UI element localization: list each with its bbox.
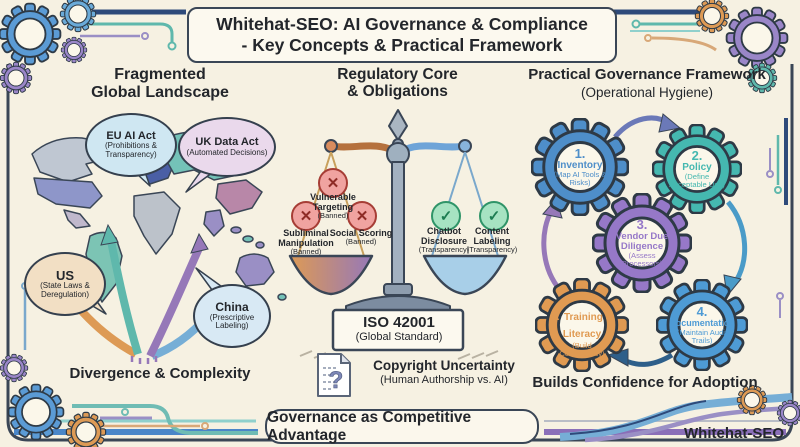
left-heading-line1: Fragmented <box>114 66 206 83</box>
gear-icon <box>776 399 800 427</box>
callout-china: China (Prescriptive Labeling) <box>193 284 271 348</box>
copyright-label: Copyright Uncertainty (Human Authorship … <box>356 358 532 387</box>
copyright-title: Copyright Uncertainty <box>373 358 515 373</box>
banned-item: Vulnerable Targeting (Banned) <box>296 192 370 221</box>
circuit-trace <box>80 9 186 51</box>
left-caption: Divergence & Complexity <box>69 365 251 382</box>
callout-title: US <box>55 267 75 283</box>
gear-icon <box>0 61 33 95</box>
iso-title: ISO 42001 <box>363 314 435 331</box>
iso-standard-label: ISO 42001 (Global Standard) <box>333 314 465 344</box>
copyright-detail: (Human Authorship vs. AI) <box>380 374 508 387</box>
right-heading-line2: (Operational Hygiene) <box>580 84 714 100</box>
title-line-2: - Key Concepts & Practical Framework <box>241 35 563 55</box>
circuit-trace <box>766 118 788 318</box>
allowed-item-tag: (Transparency) <box>466 245 518 255</box>
brand-label: Whitehat-SEO <box>684 425 784 442</box>
gear-icon <box>0 2 62 66</box>
gear-icon <box>725 6 789 70</box>
center-heading-line2: & Obligations <box>347 83 448 101</box>
circuit-trace <box>614 9 717 52</box>
center-section-heading: Regulatory Core & Obligations <box>305 66 490 101</box>
map-africa <box>133 191 181 255</box>
step-number: 3. <box>636 217 648 233</box>
iso-detail: (Global Standard) <box>355 331 443 344</box>
step-detail: (Define Acceptable Use) <box>669 172 725 190</box>
center-heading-line1: Regulatory Core <box>337 66 458 83</box>
banned-item: Social Scoring (Banned) <box>326 228 396 246</box>
map-mexico <box>63 209 91 229</box>
step-title: Training & Literacy <box>562 312 613 340</box>
callout-uk-data-act: UK Data Act (Automated Decisions) <box>178 117 276 177</box>
scale-pan-banned <box>288 254 374 296</box>
step-number: 2. <box>691 147 703 163</box>
title-line-1: Whitehat-SEO: AI Governance & Compliance <box>216 13 588 34</box>
banned-item-tag: (Banned) <box>345 237 377 247</box>
allowed-item: Content Labeling (Transparency) <box>456 226 528 255</box>
title-banner: Whitehat-SEO: AI Governance & Compliance… <box>187 7 617 63</box>
callout-eu-ai-act: EU AI Act (Prohibitions & Transparency) <box>85 113 177 177</box>
right-caption: Builds Confidence for Adoption <box>532 374 758 391</box>
step-detail: (Maintain Audit Trails) <box>676 327 728 345</box>
left-heading-line2: Global Landscape <box>91 83 229 101</box>
map-australia <box>235 253 275 287</box>
callout-detail: (State Laws & Deregulation) <box>40 281 90 299</box>
map-india <box>203 209 225 237</box>
callout-detail: (Prohibitions & Transparency) <box>104 141 158 159</box>
right-section-heading: Practical Governance Framework (Operatio… <box>528 66 766 102</box>
callout-detail: (Prescriptive Labeling) <box>209 312 255 331</box>
callout-title: UK Data Act <box>195 136 259 149</box>
allowed-item-label: Content Labeling <box>473 226 511 247</box>
step-number: 5. <box>551 312 560 323</box>
copyright-doc-icon: ? <box>317 353 351 397</box>
gear-icon <box>0 353 29 383</box>
gear-icon <box>65 411 107 447</box>
banned-item-label: Vulnerable Targeting <box>310 192 356 213</box>
step-detail: (Map AI Tools & Risks) <box>553 170 607 188</box>
step-title: Vendor Due Diligence <box>615 230 669 252</box>
right-heading-line1: Practical Governance Framework <box>528 66 766 83</box>
step-detail: (Assess Processors) <box>621 250 663 268</box>
map-us <box>33 177 103 209</box>
step-number: 4. <box>696 304 708 320</box>
gear-icon <box>694 0 730 34</box>
circuit-trace <box>72 404 258 435</box>
map-china <box>215 179 263 215</box>
svg-text:?: ? <box>329 367 344 394</box>
callout-us: US (State Laws & Deregulation) <box>24 252 106 316</box>
gear-step-3: 3. Vendor Due Diligence (Assess Processo… <box>592 193 692 293</box>
footer-banner: Governance as Competitive Advantage <box>265 409 539 444</box>
gear-icon <box>60 36 88 64</box>
left-section-heading: Fragmented Global Landscape <box>60 66 260 102</box>
gear-icon <box>59 0 97 33</box>
step-number: 1. <box>574 145 586 161</box>
banned-item-tag: (Banned) <box>317 211 349 221</box>
step-detail: (Build Competency) <box>559 340 605 358</box>
banned-item-tag: (Banned) <box>290 247 322 257</box>
scale-pan-allowed <box>422 254 508 296</box>
callout-detail: (Automated Decisions) <box>186 147 268 157</box>
gear-icon <box>7 383 65 441</box>
